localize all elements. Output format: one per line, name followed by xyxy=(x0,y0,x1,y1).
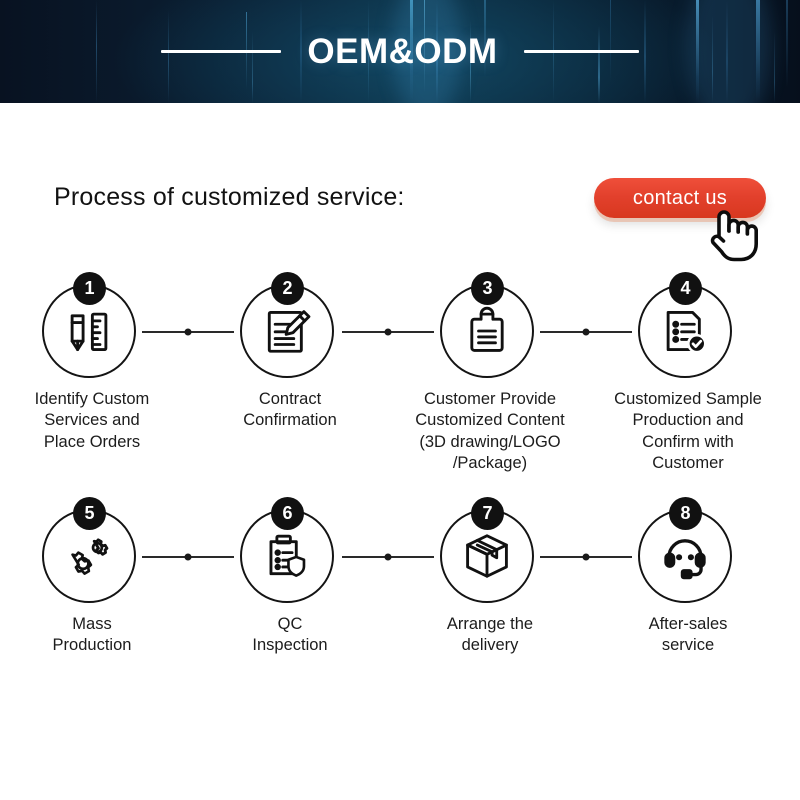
pencil-ruler-icon xyxy=(70,312,108,351)
step-number-badge: 3 xyxy=(471,272,504,305)
process-step-8[interactable]: 8 After xyxy=(588,497,788,657)
step-caption: Customized Sample Production and Confirm… xyxy=(588,389,788,475)
headset-support-icon xyxy=(664,539,706,580)
connector-5-6 xyxy=(142,553,234,561)
connector-7-8 xyxy=(540,553,632,561)
caption-line: Contract xyxy=(258,390,322,408)
connector-dot xyxy=(184,328,192,336)
banner-streaks xyxy=(0,0,800,103)
connector-1-2 xyxy=(142,328,234,336)
caption-line: QC xyxy=(277,615,303,633)
step-number-badge: 8 xyxy=(669,497,702,530)
caption-line: (3D drawing/LOGO xyxy=(419,432,561,451)
step-number-badge: 4 xyxy=(669,272,702,305)
contact-us-button[interactable]: contact us xyxy=(594,178,766,218)
package-box-icon xyxy=(466,534,508,578)
connector-dot xyxy=(582,328,590,336)
caption-line: delivery xyxy=(461,636,519,655)
header-banner: OEM&ODM xyxy=(0,0,800,103)
process-step-3[interactable]: 3 Customer Provide Customized xyxy=(390,272,590,475)
caption-line: Customized Sample xyxy=(614,390,762,408)
banner-content: OEM&ODM xyxy=(0,0,800,103)
step-number-badge: 7 xyxy=(471,497,504,530)
step-caption: Mass Production xyxy=(0,614,192,657)
connector-dot xyxy=(582,553,590,561)
caption-line: Customer Provide xyxy=(423,390,557,408)
step-caption: Contract Confirmation xyxy=(190,389,390,432)
step-circle-wrap: 8 xyxy=(638,497,738,605)
page-title: Process of customized service: xyxy=(54,183,405,211)
caption-line: Confirm with xyxy=(642,432,734,451)
step-number-badge: 2 xyxy=(271,272,304,305)
connector-dot xyxy=(384,328,392,336)
step-number-badge: 6 xyxy=(271,497,304,530)
gears-icon xyxy=(71,538,109,575)
checklist-check-icon xyxy=(666,311,707,354)
step-circle-wrap: 7 xyxy=(440,497,540,605)
step-caption: Customer Provide Customized Content (3D … xyxy=(390,389,590,475)
caption-line: Identify Custom xyxy=(34,390,150,408)
contact-us-area: contact us xyxy=(594,178,784,268)
clipboard-shield-icon xyxy=(269,534,306,577)
process-step-5[interactable]: 5 Mass Production xyxy=(0,497,192,657)
connector-3-4 xyxy=(540,328,632,336)
process-step-1[interactable]: 1 xyxy=(0,272,192,453)
step-circle-wrap: 1 xyxy=(42,272,142,380)
caption-line: Production xyxy=(52,636,132,655)
step-circle-wrap: 3 xyxy=(440,272,540,380)
caption-line: Customized Content xyxy=(415,411,565,430)
caption-line: service xyxy=(661,636,715,655)
caption-line: Arrange the xyxy=(446,615,534,633)
caption-line: Confirmation xyxy=(243,411,337,430)
step-circle-wrap: 2 xyxy=(240,272,340,380)
step-circle-wrap: 6 xyxy=(240,497,340,605)
step-caption: QC Inspection xyxy=(190,614,390,657)
caption-line: After-sales xyxy=(648,615,728,633)
caption-line: Production and xyxy=(632,411,744,430)
connector-dot xyxy=(384,553,392,561)
banner-rule-left xyxy=(161,50,282,53)
connector-2-3 xyxy=(342,328,434,336)
caption-line: Place Orders xyxy=(43,432,141,451)
banner-rule-right xyxy=(523,50,639,53)
connector-6-7 xyxy=(342,553,434,561)
step-caption: Arrange the delivery xyxy=(390,614,590,657)
caption-line: Mass xyxy=(72,615,112,633)
caption-line: Customer xyxy=(652,454,724,473)
step-caption: After-sales service xyxy=(588,614,788,657)
step-caption: Identify Custom Services and Place Order… xyxy=(0,389,192,453)
document-pen-icon xyxy=(267,310,311,353)
process-step-7[interactable]: 7 Arrange the delivery xyxy=(390,497,590,657)
caption-line: /Package) xyxy=(452,454,528,473)
process-step-4[interactable]: 4 xyxy=(588,272,788,475)
step-number-badge: 5 xyxy=(73,497,106,530)
caption-line: Services and xyxy=(44,411,140,430)
banner-title: OEM&ODM xyxy=(307,31,498,71)
step-number-badge: 1 xyxy=(73,272,106,305)
process-step-2[interactable]: 2 Contr xyxy=(190,272,390,432)
process-step-6[interactable]: 6 xyxy=(190,497,390,657)
step-circle-wrap: 5 xyxy=(42,497,142,605)
caption-line: Inspection xyxy=(252,636,328,655)
hand-pointer-icon xyxy=(710,210,758,262)
clipboard-icon xyxy=(470,306,504,352)
connector-dot xyxy=(184,553,192,561)
step-circle-wrap: 4 xyxy=(638,272,738,380)
